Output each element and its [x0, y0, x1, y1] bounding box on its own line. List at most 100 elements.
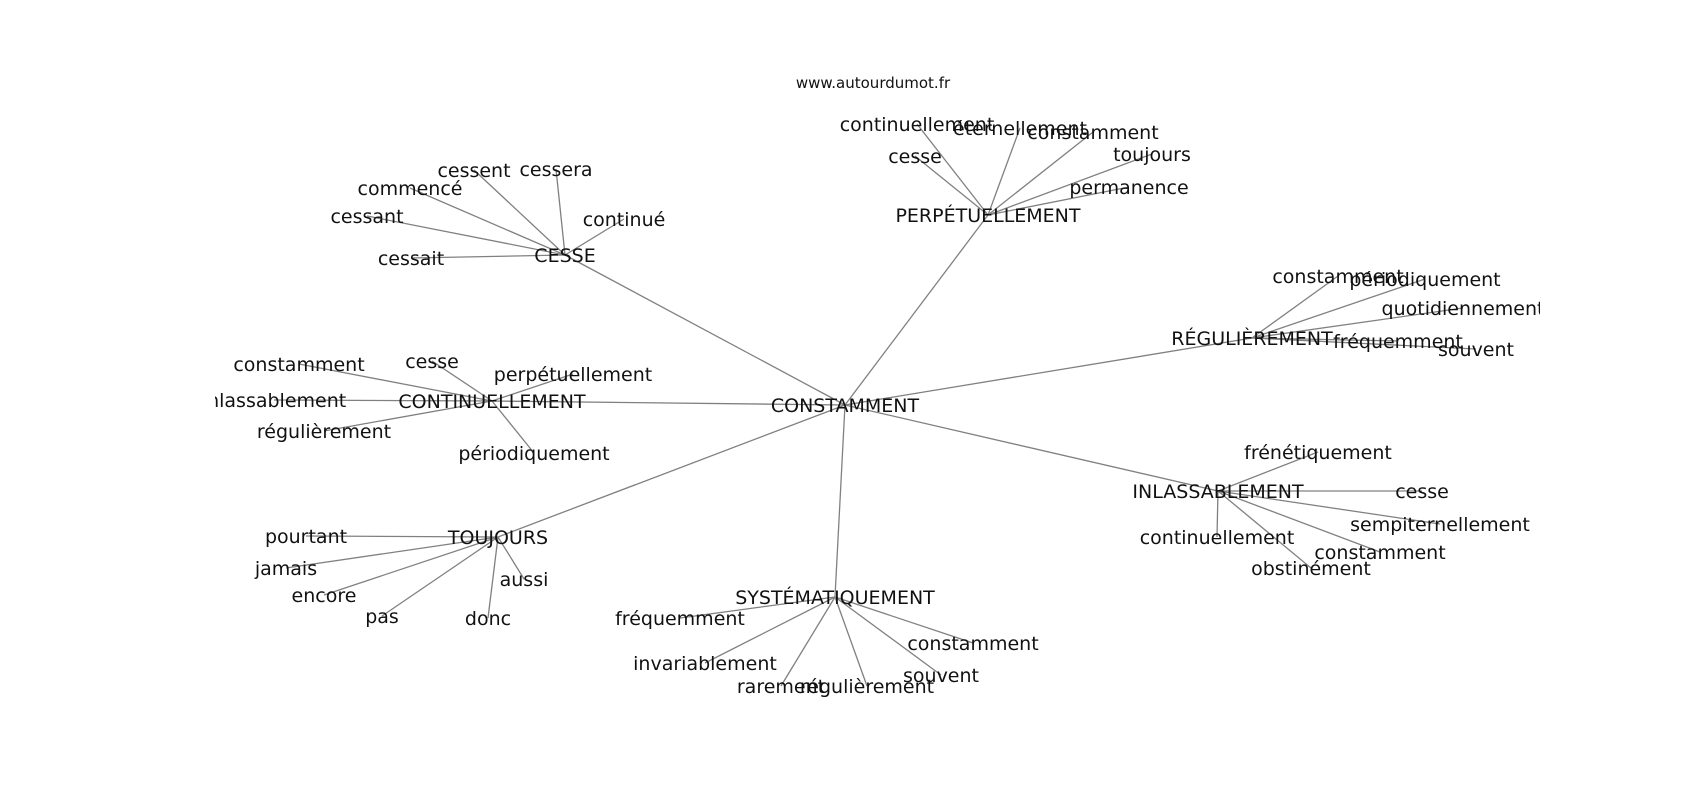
- edge-systematiquement-invariablement: [704, 596, 836, 664]
- leaf-node-frequemment: fréquemment: [615, 608, 745, 630]
- edge-continuellement-cesse: [431, 360, 493, 402]
- edge-center-toujours: [497, 404, 846, 538]
- edge-inlassablement-continuellement: [1216, 490, 1219, 538]
- edge-continuellement-periodiquement: [491, 400, 535, 454]
- leaf-node-permanence: permanence: [1069, 177, 1188, 199]
- edge-cesse-cessent: [473, 169, 566, 256]
- leaf-node-perpetuellement: perpétuellement: [494, 364, 652, 386]
- leaf-node-constamment: constamment: [1314, 542, 1445, 564]
- edge-perpetuellement-toujours: [987, 153, 1153, 216]
- leaf-node-quotidiennement: quotidiennement: [1382, 298, 1545, 320]
- edge-perpetuellement-permanence: [987, 186, 1130, 216]
- leaf-node-invariablement: invariablement: [633, 653, 777, 675]
- hub-node-inlassablement: INLASSABLEMENT: [1132, 481, 1304, 503]
- leaf-node-souvent: souvent: [1438, 339, 1514, 361]
- edge-center-perpetuellement: [844, 214, 989, 406]
- leaf-node-souvent: souvent: [903, 665, 979, 687]
- leaf-node-constamment: constamment: [1027, 122, 1158, 144]
- edge-cesse-commence: [409, 187, 566, 256]
- edge-cesse-continue: [564, 218, 625, 256]
- leaf-node-commence: commencé: [358, 178, 463, 200]
- leaf-node-pourtant: pourtant: [265, 526, 347, 548]
- leaf-node-jamais: jamais: [254, 558, 317, 580]
- edge-perpetuellement-constamment: [987, 131, 1094, 216]
- edge-continuellement-perpetuellement: [491, 373, 574, 402]
- edge-toujours-donc: [487, 536, 499, 619]
- edge-systematiquement-frequemment: [679, 596, 836, 619]
- leaf-node-continuellement: continuellement: [1140, 527, 1295, 549]
- edge-systematiquement-constamment: [834, 596, 974, 644]
- edge-inlassablement-obstinement: [1217, 490, 1312, 569]
- leaf-node-rarement: rarement: [737, 676, 825, 698]
- edge-toujours-pas: [381, 536, 499, 617]
- leaf-node-regulierement: régulièrement: [257, 421, 391, 443]
- hub-node-continuellement: CONTINUELLEMENT: [398, 391, 586, 413]
- edge-cesse-cessait: [410, 254, 566, 259]
- leaf-node-obstinement: obstinément: [1251, 558, 1371, 580]
- leaf-node-regulierement: régulièrement: [800, 676, 934, 698]
- edge-toujours-encore: [323, 536, 499, 596]
- edge-center-systematiquement: [834, 404, 846, 598]
- labels-layer: CONSTAMMENT CESSE cessent cessera commencé ce…: [202, 114, 1545, 698]
- leaf-node-constamment: constamment: [233, 354, 364, 376]
- edge-perpetuellement-eternellement: [987, 127, 1021, 216]
- edge-continuellement-constamment: [298, 363, 493, 402]
- edge-toujours-jamais: [285, 536, 499, 569]
- hub-node-cesse: CESSE: [534, 245, 595, 267]
- edge-systematiquement-rarement: [780, 596, 836, 687]
- edge-regulierement-quotidiennement: [1251, 307, 1464, 339]
- leaf-node-cessent: cessent: [437, 160, 510, 182]
- leaf-node-frequemment: fréquemment: [1333, 331, 1463, 353]
- edge-inlassablement-sempiternellement: [1217, 490, 1441, 525]
- hub-node-systematiquement: SYSTÉMATIQUEMENT: [735, 586, 935, 609]
- leaf-node-frenetiquement: frénétiquement: [1244, 442, 1392, 464]
- leaf-node-periodiquement: périodiquement: [1349, 269, 1500, 291]
- leaf-node-constamment: constamment: [1272, 266, 1403, 288]
- edge-regulierement-souvent: [1251, 337, 1477, 350]
- leaf-node-periodiquement: périodiquement: [458, 443, 609, 465]
- edge-center-cesse: [564, 254, 846, 406]
- edge-cesse-cessera: [555, 168, 566, 256]
- edge-regulierement-constamment: [1251, 275, 1339, 339]
- leaf-node-pas: pas: [365, 606, 399, 628]
- edge-center-regulierement: [844, 337, 1253, 406]
- edge-toujours-pourtant: [305, 535, 499, 538]
- leaf-node-continuellement: continuellement: [840, 114, 995, 136]
- leaf-node-eternellement: éternellement: [953, 118, 1087, 140]
- leaf-node-sempiternellement: sempiternellement: [1350, 514, 1530, 536]
- edge-systematiquement-regulierement: [834, 596, 868, 687]
- edge-regulierement-periodiquement: [1251, 278, 1426, 339]
- hub-node-regulierement: RÉGULIÈREMENT: [1171, 327, 1333, 350]
- edge-regulierement-frequemment: [1251, 337, 1399, 342]
- leaf-node-cesse: cesse: [1395, 481, 1449, 503]
- edge-cesse-cessant: [366, 215, 566, 256]
- edges-layer: [273, 123, 1477, 687]
- leaf-node-constamment: constamment: [907, 633, 1038, 655]
- center-node-label: CONSTAMMENT: [771, 395, 920, 417]
- leaf-node-inlassablement: inlassablement: [202, 390, 346, 412]
- edge-continuellement-regulierement: [323, 400, 493, 432]
- edge-perpetuellement-continuellement: [916, 123, 989, 216]
- edge-systematiquement-souvent: [834, 596, 942, 676]
- graph-layer: CONSTAMMENT CESSE cessent cessera commencé ce…: [202, 114, 1545, 698]
- hub-node-toujours: TOUJOURS: [447, 527, 548, 549]
- edge-center-inlassablement: [844, 404, 1219, 492]
- source-label: www.autourdumot.fr: [796, 74, 951, 92]
- leaf-node-continue: continué: [583, 209, 666, 231]
- leaf-node-cesse: cesse: [888, 146, 942, 168]
- edge-perpetuellement-cesse: [914, 155, 989, 216]
- leaf-node-donc: donc: [465, 608, 511, 630]
- leaf-node-cessait: cessait: [378, 248, 444, 270]
- leaf-node-encore: encore: [292, 585, 357, 607]
- hub-node-perpetuellement: PERPÉTUELLEMENT: [895, 204, 1080, 227]
- leaf-node-aussi: aussi: [500, 569, 549, 591]
- edge-inlassablement-constamment: [1217, 490, 1381, 553]
- leaf-node-cessant: cessant: [330, 206, 403, 228]
- leaf-node-toujours: toujours: [1113, 144, 1191, 166]
- edge-center-continuellement: [491, 400, 846, 406]
- edge-toujours-aussi: [497, 536, 525, 580]
- edge-continuellement-inlassablement: [273, 399, 493, 402]
- edge-inlassablement-frenetiquement: [1217, 451, 1319, 492]
- leaf-node-cessera: cessera: [519, 159, 592, 181]
